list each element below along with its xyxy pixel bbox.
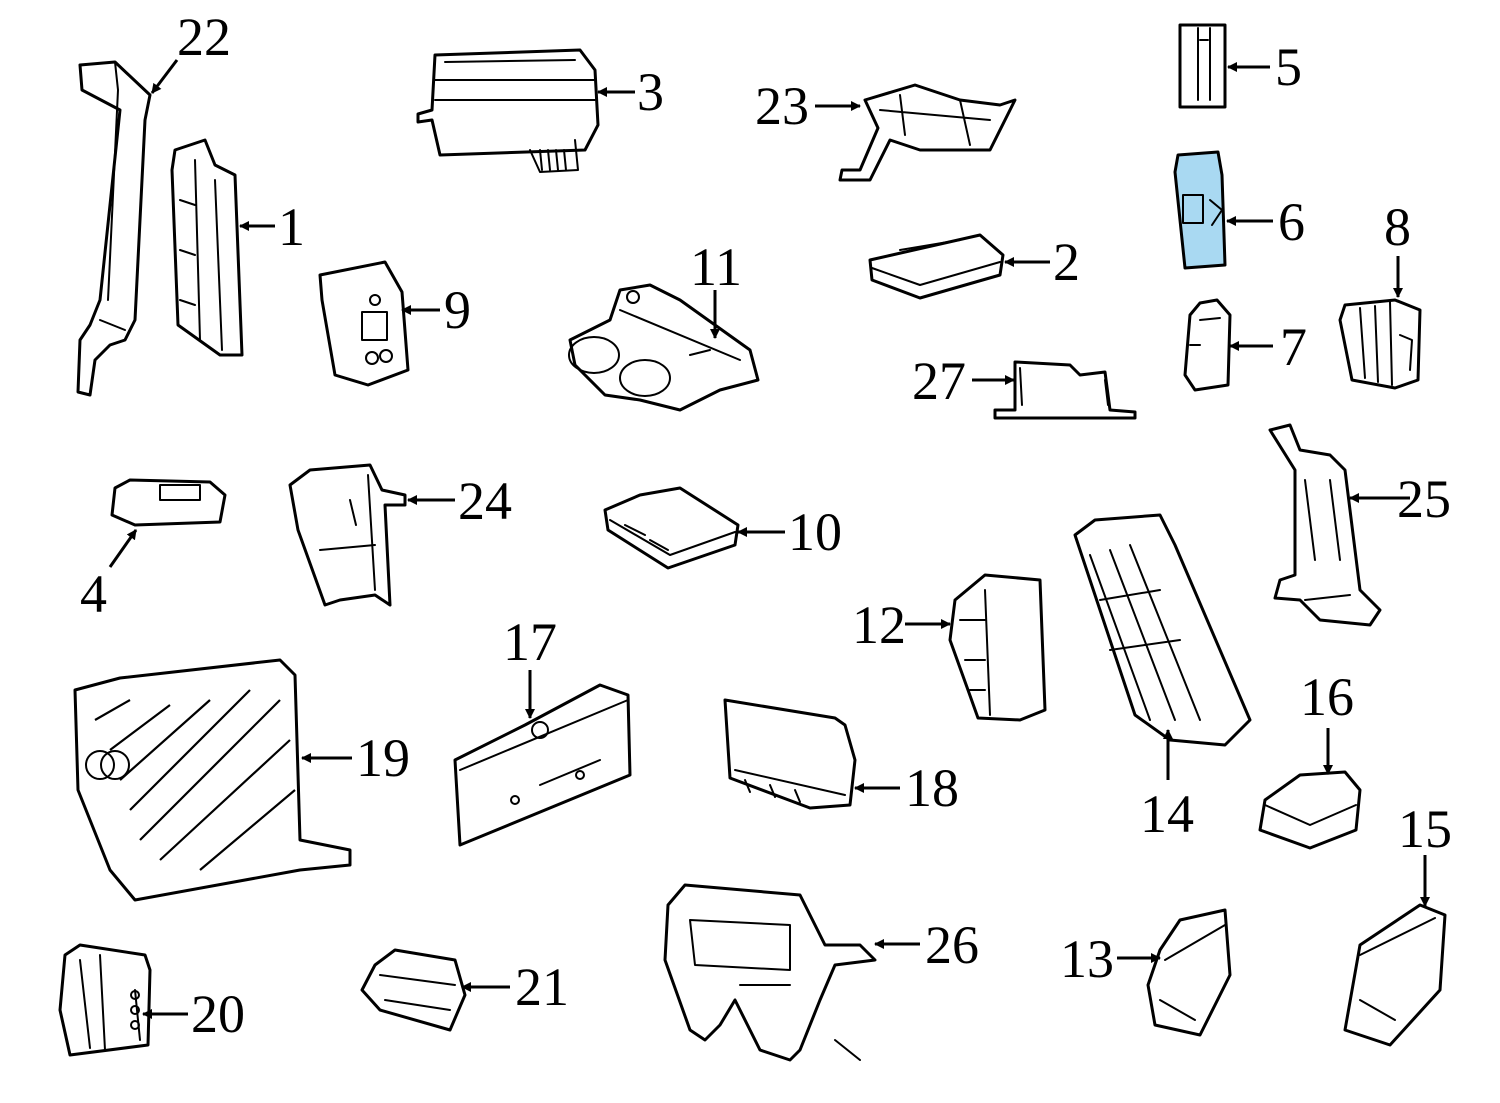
part-4-sensor[interactable] [110,478,227,527]
callout-2: 2 [1053,232,1080,292]
part-2-module[interactable] [868,233,1005,300]
part-6-module-highlighted[interactable] [1173,150,1227,270]
callout-7: 7 [1280,317,1307,377]
part-23-bracket[interactable] [838,83,1017,182]
part-5-module[interactable] [1178,23,1227,109]
callout-15: 15 [1398,799,1452,859]
part-11-module[interactable] [568,283,760,412]
callout-26: 26 [925,915,979,975]
part-25-bracket[interactable] [1268,423,1382,627]
callout-5: 5 [1275,37,1302,97]
part-9-module[interactable] [318,260,410,387]
callout-22: 22 [177,7,231,67]
part-19-ecu[interactable] [73,658,352,902]
part-8-connector-module[interactable] [1338,298,1422,390]
callout-9: 9 [444,280,471,340]
part-14-fuse-box[interactable] [1073,513,1252,747]
callout-6: 6 [1278,192,1305,252]
callout-3: 3 [637,62,664,122]
part-10-module[interactable] [603,486,740,570]
callout-19: 19 [356,728,410,788]
callout-4: 4 [80,564,107,624]
callout-10: 10 [788,502,842,562]
part-7-module[interactable] [1183,298,1232,392]
callout-23: 23 [755,76,809,136]
part-18-module[interactable] [723,698,857,810]
part-20-module[interactable] [58,943,152,1057]
callout-11: 11 [690,237,742,297]
callout-25: 25 [1397,469,1451,529]
callout-13: 13 [1060,929,1114,989]
part-26-bracket[interactable] [663,883,877,1062]
part-3-control-unit[interactable] [416,48,600,173]
callout-17: 17 [503,612,557,672]
part-16-sensor[interactable] [1258,770,1362,850]
part-22-bracket[interactable] [76,60,152,397]
part-1-module[interactable] [170,138,244,357]
part-15-module[interactable] [1343,903,1447,1047]
callout-24: 24 [458,471,512,531]
part-13-module[interactable] [1146,908,1232,1037]
callout-14: 14 [1140,784,1194,844]
callout-8: 8 [1384,197,1411,257]
part-27-bracket[interactable] [993,360,1137,420]
callout-18: 18 [905,758,959,818]
callout-16: 16 [1300,667,1354,727]
leader-arrows [108,59,1430,1019]
callout-labels: 22 1 3 23 5 6 8 7 2 9 11 27 4 24 10 25 1… [80,7,1452,1044]
callout-20: 20 [191,984,245,1044]
part-24-bracket[interactable] [288,463,407,607]
part-21-connector-block[interactable] [360,948,467,1032]
callout-1: 1 [278,197,305,257]
callout-27: 27 [912,351,966,411]
part-12-module[interactable] [948,573,1047,722]
callout-12: 12 [852,595,906,655]
part-17-module[interactable] [453,683,632,847]
callout-21: 21 [515,957,569,1017]
